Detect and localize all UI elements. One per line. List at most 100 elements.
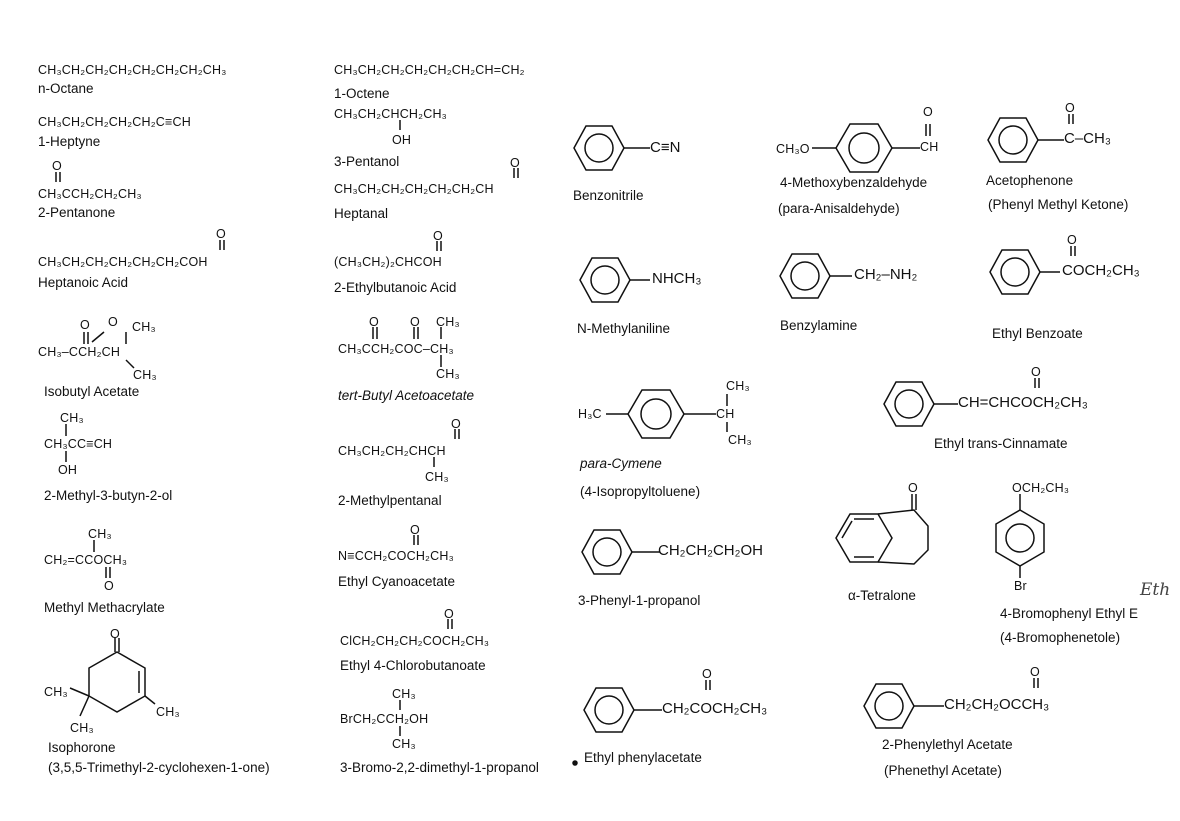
cinn-carbonyl-o: O (1031, 365, 1041, 379)
heptanal-carbonyl-o: O (510, 156, 520, 170)
isobutyl-name: Isobutyl Acetate (44, 384, 140, 399)
isophorone-bottom-ch3: CH₃ (70, 721, 94, 735)
anis-alt-name: (para-Anisaldehyde) (778, 201, 900, 216)
cinn-double-bond (1034, 378, 1040, 388)
ethylbutanoic-name: 2-Ethylbutanoic Acid (334, 280, 457, 295)
pentanol-oh: OH (392, 133, 412, 147)
aceto-name: Acetophenone (986, 173, 1074, 188)
pentanone-double-bond (55, 172, 61, 182)
octene-formula: CH₃CH₂CH₂CH₂CH₂CH₂CH=CH₂ (334, 63, 525, 77)
heptanoic-name: Heptanoic Acid (38, 275, 129, 290)
cinn-substituent: CH=CHCOCH₂CH₃ (958, 394, 1088, 411)
ebz-carbonyl-o: O (1067, 233, 1077, 247)
cyano-formula: N≡CCH₂COCH₂CH₃ (338, 549, 454, 563)
tba-name: tert-Butyl Acetoacetate (338, 388, 475, 403)
heptanoic-double-bond (219, 240, 225, 250)
mm-bonds (93, 540, 111, 578)
mp-formula: CH₃CH₂CH₂CHCH (338, 444, 446, 458)
anis-left-group: CH₃O (776, 142, 810, 156)
epa-carbonyl-o: O (702, 667, 712, 681)
mp-double-bond (454, 429, 460, 439)
mp-bond (433, 457, 435, 467)
mm-name: Methyl Methacrylate (44, 600, 165, 615)
mb-formula: CH₃CC≡CH (44, 437, 113, 451)
heptanoic-carbonyl-o: O (216, 227, 226, 241)
cinn-ring (883, 381, 958, 427)
octane-formula: CH₃CH₂CH₂CH₂CH₂CH₂CH₂CH₃ (38, 63, 227, 77)
chloro-double-bond (447, 619, 453, 629)
chloro-formula: ClCH₂CH₂CH₂COCH₂CH₃ (340, 634, 490, 648)
heptanal-name: Heptanal (334, 206, 389, 221)
tetralone-name: α-Tetralone (848, 588, 916, 603)
isophorone-name: Isophorone (48, 740, 116, 755)
bpe-ring (995, 494, 1045, 578)
pea-double-bond (1033, 678, 1039, 688)
pea-carbonyl-o: O (1030, 665, 1040, 679)
ppr-name: 3-Phenyl-1-propanol (578, 593, 701, 608)
bzamine-name: Benzylamine (780, 318, 858, 333)
nma-ring (579, 257, 650, 303)
mm-formula: CH₂=CCOCH₃ (44, 553, 128, 567)
isobutyl-ester-o: O (108, 315, 118, 329)
aceto-carbonyl-o: O (1065, 101, 1075, 115)
bpe-top-group: OCH₂CH₃ (1012, 481, 1070, 495)
ebz-substituent: COCH₂CH₃ (1062, 262, 1140, 279)
cinn-name: Ethyl trans-Cinnamate (934, 436, 1068, 451)
ppr-ring (581, 529, 660, 575)
benzonitrile-ring (573, 125, 650, 171)
isophorone-ring (69, 638, 156, 717)
bromo-formula: BrCH₂CCH₂OH (340, 712, 429, 726)
benzonitrile-name: Benzonitrile (573, 188, 644, 203)
nma-substituent: NHCH₃ (652, 270, 702, 287)
epa-double-bond (705, 680, 711, 690)
cymene-ring (606, 389, 728, 439)
tetralone-ketone-o: O (908, 481, 918, 495)
pea-ring (863, 683, 944, 729)
bullet-dot (572, 760, 578, 766)
isobutyl-formula: CH₃–CCH₂CH (38, 345, 121, 359)
mb-name: 2-Methyl-3-butyn-2-ol (44, 488, 173, 503)
isophorone-alt-name: (3,5,5-Trimethyl-2-cyclohexen-1-one) (48, 760, 270, 775)
octene-name: 1-Octene (334, 86, 390, 101)
tba-bonds (372, 327, 442, 367)
anis-ring (812, 123, 931, 173)
isophorone-left-ch3: CH₃ (44, 685, 68, 699)
heptyne-formula: CH₃CH₂CH₂CH₂CH₂C≡CH (38, 115, 191, 129)
aceto-ring (987, 117, 1064, 163)
anis-name: 4-Methoxybenzaldehyde (780, 175, 928, 190)
pea-name: 2-Phenylethyl Acetate (882, 737, 1013, 752)
cymene-name: para-Cymene (580, 456, 662, 471)
isobutyl-bottom-ch3: CH₃ (133, 368, 157, 382)
heptanal-formula: CH₃CH₂CH₂CH₂CH₂CH₂CH (334, 182, 494, 196)
mb-bottom-oh: OH (58, 463, 78, 477)
ppr-substituent: CH₂CH₂CH₂OH (658, 542, 763, 559)
ebz-ring (989, 249, 1060, 295)
mp-name: 2-Methylpentanal (338, 493, 442, 508)
ethylbutanoic-carbonyl-o: O (433, 229, 443, 243)
tba-top-ch3: CH₃ (436, 315, 460, 329)
tba-keto-o: O (369, 315, 379, 329)
cymene-left-ch3: H₃C (578, 407, 602, 421)
ethylbutanoic-double-bond (436, 241, 442, 251)
cymene-ch: CH (716, 407, 735, 421)
octane-name: n-Octane (38, 81, 94, 96)
cyano-carbonyl-o: O (410, 523, 420, 537)
bpe-bottom-br: Br (1014, 579, 1027, 593)
epa-name: Ethyl phenylacetate (584, 750, 702, 765)
heptyne-name: 1-Heptyne (38, 134, 101, 149)
cyano-name: Ethyl Cyanoacetate (338, 574, 456, 589)
ethylbutanoic-formula: (CH₃CH₂)₂CHCOH (334, 255, 442, 269)
heptanoic-formula: CH₃CH₂CH₂CH₂CH₂CH₂COH (38, 255, 208, 269)
pea-alt-name: (Phenethyl Acetate) (884, 763, 1002, 778)
mb-top-ch3: CH₃ (60, 411, 84, 425)
bpe-alt-name: (4-Bromophenetole) (1000, 630, 1121, 645)
bromo-bottom-ch3: CH₃ (392, 737, 416, 751)
handwritten-note: Eth (1140, 580, 1171, 600)
tba-bottom-ch3: CH₃ (436, 367, 460, 381)
isophorone-right-ch3: CH₃ (156, 705, 180, 719)
chloro-name: Ethyl 4-Chlorobutanoate (340, 658, 486, 673)
nma-name: N-Methylaniline (577, 321, 671, 336)
aceto-double-bond (1068, 114, 1074, 124)
pentanone-carbonyl-o: O (52, 159, 62, 173)
bromo-name: 3-Bromo-2,2-dimethyl-1-propanol (340, 760, 539, 775)
